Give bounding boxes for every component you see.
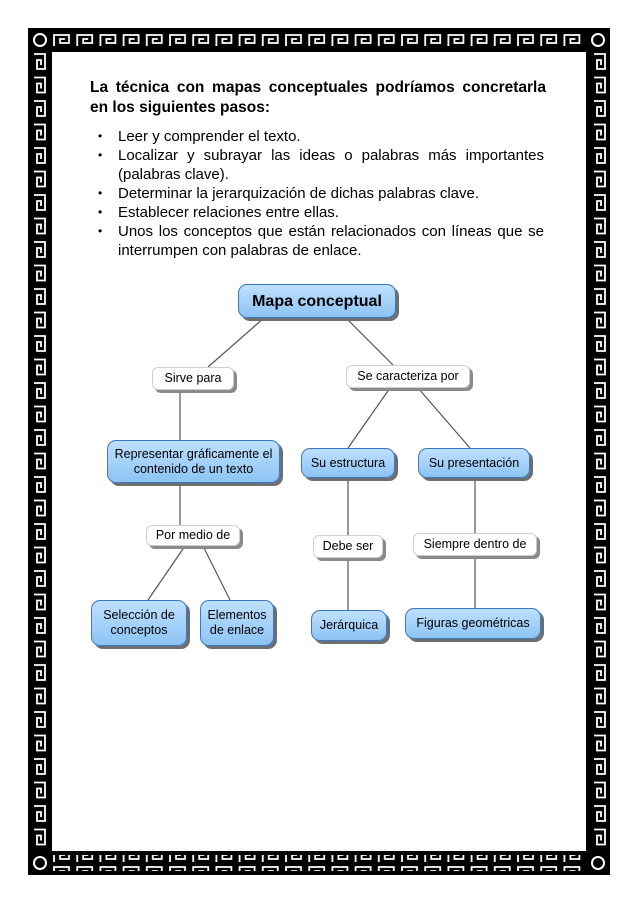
list-item: Establecer relaciones entre ellas. xyxy=(92,203,544,222)
node-mapa-conceptual: Mapa conceptual xyxy=(238,284,396,318)
list-item: Determinar la jerarquización de dichas p… xyxy=(92,184,544,203)
link-se-caracteriza-por: Se caracteriza por xyxy=(346,365,470,388)
link-por-medio-de: Por medio de xyxy=(146,525,240,546)
node-seleccion-conceptos: Selección de conceptos xyxy=(91,600,187,646)
list-item: Localizar y subrayar las ideas o palabra… xyxy=(92,146,544,184)
intro-paragraph: La técnica con mapas conceptuales podría… xyxy=(90,79,546,116)
link-sirve-para: Sirve para xyxy=(152,367,234,390)
node-jerarquica: Jerárquica xyxy=(311,610,387,641)
list-item: Leer y comprender el texto. xyxy=(92,127,544,146)
node-su-presentacion: Su presentación xyxy=(418,448,530,478)
list-item: Unos los conceptos que están relacionado… xyxy=(92,222,544,260)
node-su-estructura: Su estructura xyxy=(301,448,395,478)
link-debe-ser: Debe ser xyxy=(313,535,383,558)
node-figuras-geometricas: Figuras geométricas xyxy=(405,608,541,639)
link-siempre-dentro-de: Siempre dentro de xyxy=(413,533,537,556)
node-elementos-enlace: Elementos de enlace xyxy=(200,600,274,646)
node-representar: Representar gráficamente el contenido de… xyxy=(107,440,280,483)
steps-list: Leer y comprender el texto. Localizar y … xyxy=(92,127,544,260)
